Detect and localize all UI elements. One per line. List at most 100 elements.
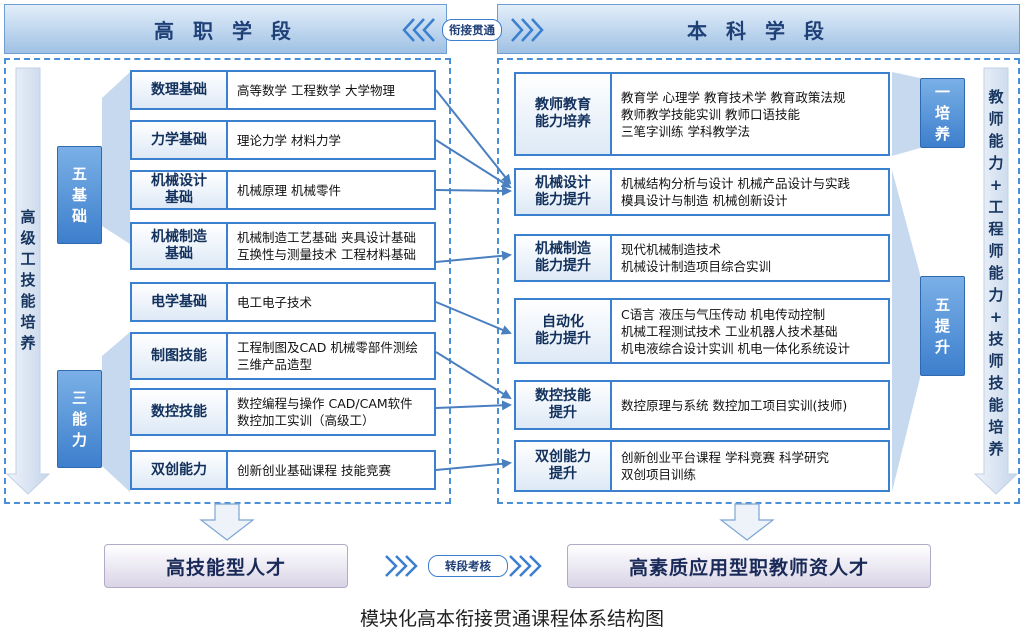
course-line: 工程制图及CAD 机械零部件测绘 — [237, 340, 418, 355]
module-title-line: 能力提升 — [535, 258, 591, 274]
undergraduate-stage-header: 本 科 学 段 — [497, 4, 1020, 54]
vertical-char: 力 — [988, 154, 1004, 172]
course-line: 数控编程与操作 CAD/CAM软件 — [237, 396, 413, 411]
module-title-line: 能力提升 — [535, 331, 591, 347]
vocational-module-title: 双创能力 — [130, 450, 228, 490]
vocational-stage-header: 高 职 学 段 — [4, 4, 447, 54]
course-line: 机械结构分析与设计 机械产品设计与实践 — [621, 176, 850, 191]
module-title-line: 机械制造 — [535, 241, 591, 257]
vocational-module-courses: 电工电子技术 — [228, 282, 436, 322]
diagram-caption: 模块化高本衔接贯通课程体系结构图 — [359, 608, 664, 630]
module-title-line: 能力提升 — [535, 192, 591, 208]
vertical-char: 程 — [988, 220, 1004, 238]
course-line: 双创项目训练 — [621, 467, 697, 482]
vertical-char: 养 — [934, 124, 950, 143]
vocational-module-title: 机械设计基础 — [130, 170, 228, 210]
course-line: 机电液综合设计实训 机电一体化系统设计 — [621, 340, 850, 356]
undergraduate-module-courses: 教育学 心理学 教育技术学 教育政策法规教师教学技能实训 教师口语技能三笔字训练… — [612, 72, 890, 156]
undergraduate-module-courses: 创新创业平台课程 学科竞赛 科学研究双创项目训练 — [612, 440, 890, 492]
undergraduate-module-title: 双创能力提升 — [514, 440, 612, 492]
course-line: 机械原理 机械零件 — [237, 182, 341, 198]
module-title-line: 能力培养 — [535, 114, 591, 130]
course-line: 机械工程测试技术 工业机器人技术基础 — [621, 323, 838, 339]
undergraduate-module-courses: 机械结构分析与设计 机械产品设计与实践模具设计与制造 机械创新设计 — [612, 168, 890, 216]
vertical-char: 力 — [71, 430, 87, 449]
vocational-module-courses: 理论力学 材料力学 — [228, 120, 436, 160]
vertical-char: 力 — [988, 286, 1004, 304]
vocational-module-courses: 高等数学 工程数学 大学物理 — [228, 70, 436, 110]
vocational-module-title: 机械制造基础 — [130, 222, 228, 270]
vertical-char: 升 — [934, 337, 950, 356]
left-side-label: 高级工技能培养 — [16, 190, 40, 370]
vertical-char: 一 — [934, 82, 950, 101]
course-line: 机械设计制造项目综合实训 — [621, 259, 772, 274]
vertical-char: 高 — [20, 207, 36, 226]
course-line: 创新创业平台课程 学科竞赛 科学研究 — [621, 450, 829, 465]
vertical-char: 级 — [20, 228, 36, 247]
vertical-char: 能 — [20, 291, 36, 310]
vertical-char: 能 — [988, 396, 1004, 414]
undergraduate-module-courses: 数控原理与系统 数控加工项目实训(技师) — [612, 380, 890, 430]
module-title-line: 数控技能 — [535, 388, 591, 404]
vertical-char: 工 — [988, 198, 1004, 216]
course-line: 数控原理与系统 数控加工项目实训(技师) — [621, 397, 848, 413]
left-group-five-foundations: 五基础 — [57, 146, 102, 244]
course-line: 数控加工实训（高级工） — [237, 413, 375, 428]
vocational-module-courses: 数控编程与操作 CAD/CAM软件数控加工实训（高级工） — [228, 388, 436, 436]
vertical-char: 培 — [20, 312, 36, 331]
outcome-vocational-teacher-talent: 高素质应用型职教师资人才 — [567, 544, 931, 588]
module-title-line: 力学基础 — [151, 131, 207, 148]
vocational-module-title: 力学基础 — [130, 120, 228, 160]
vertical-char: 提 — [934, 316, 950, 335]
undergraduate-module-courses: C语言 液压与气压传动 机电传动控制机械工程测试技术 工业机器人技术基础机电液综… — [612, 298, 890, 364]
vertical-char: 五 — [934, 295, 950, 314]
course-line: 高等数学 工程数学 大学物理 — [237, 82, 395, 98]
vertical-char: 三 — [71, 388, 87, 407]
module-title-line: 提升 — [549, 405, 577, 421]
vertical-char: 培 — [934, 103, 950, 122]
course-line: C语言 液压与气压传动 机电传动控制 — [621, 306, 826, 322]
vertical-char: 基 — [71, 185, 87, 204]
module-title-line: 电学基础 — [151, 293, 207, 310]
vocational-module-title: 数控技能 — [130, 388, 228, 436]
connector-chevrons — [402, 18, 544, 42]
vertical-char: + — [989, 308, 1003, 326]
module-title-line: 基础 — [165, 246, 193, 262]
transition-assessment-label: 转段考核 — [428, 555, 508, 577]
module-title-line: 教师教育 — [535, 97, 591, 113]
vocational-module-title: 数理基础 — [130, 70, 228, 110]
module-title-line: 提升 — [549, 466, 577, 482]
connector-label: 衔接贯通 — [442, 19, 502, 41]
vertical-char: 师 — [988, 352, 1004, 370]
module-title-line: 数控技能 — [151, 403, 207, 420]
vertical-char: 培 — [988, 418, 1004, 436]
vertical-char: 工 — [20, 249, 36, 268]
vertical-char: 养 — [988, 440, 1004, 458]
module-title-line: 基础 — [165, 190, 193, 206]
course-line: 教师教学技能实训 教师口语技能 — [621, 106, 800, 122]
module-title-line: 机械设计 — [151, 173, 207, 189]
vocational-frame — [4, 58, 451, 504]
module-title-line: 机械设计 — [535, 175, 591, 191]
undergraduate-module-title: 机械制造能力提升 — [514, 234, 612, 282]
undergraduate-module-courses: 现代机械制造技术机械设计制造项目综合实训 — [612, 234, 890, 282]
undergraduate-frame — [497, 58, 1020, 504]
vocational-module-courses: 创新创业基础课程 技能竞赛 — [228, 450, 436, 490]
vocational-module-courses: 工程制图及CAD 机械零部件测绘三维产品造型 — [228, 332, 436, 380]
vertical-char: 技 — [988, 374, 1004, 392]
course-line: 现代机械制造技术 — [621, 242, 722, 257]
course-line: 三维产品造型 — [237, 357, 313, 372]
vertical-char: 能 — [988, 264, 1004, 282]
undergraduate-module-title: 数控技能提升 — [514, 380, 612, 430]
module-title-line: 制图技能 — [151, 347, 207, 364]
module-title-line: 双创能力 — [151, 461, 207, 478]
right-group-one-cultivation: 一培养 — [920, 78, 965, 148]
vocational-module-title: 电学基础 — [130, 282, 228, 322]
undergraduate-module-title: 教师教育能力培养 — [514, 72, 612, 156]
vertical-char: 技 — [988, 330, 1004, 348]
undergraduate-module-title: 机械设计能力提升 — [514, 168, 612, 216]
module-title-line: 双创能力 — [535, 449, 591, 465]
right-side-label: 教师能力+工程师能力+技师技能培养 — [984, 78, 1008, 468]
course-line: 模具设计与制造 机械创新设计 — [621, 193, 788, 208]
